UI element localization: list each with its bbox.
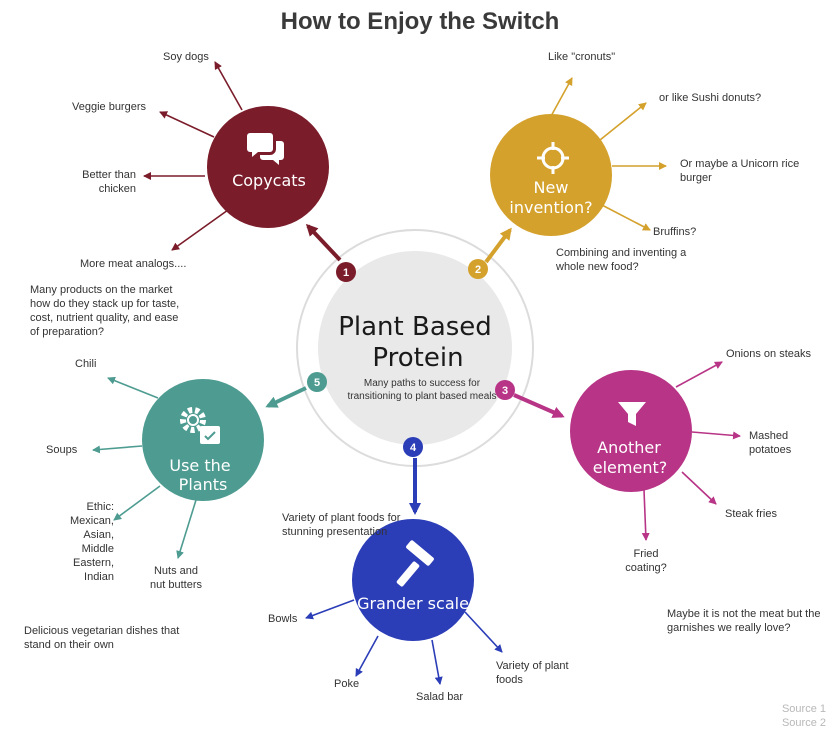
element-item: Fried coating? [625, 548, 667, 574]
center-title-line1: Plant Based [338, 312, 492, 342]
plants-item: Soups [46, 444, 78, 456]
plants-label-line2: Plants [179, 475, 228, 494]
svg-text:4: 4 [410, 442, 417, 454]
scale-node [352, 519, 474, 641]
invention-node [490, 114, 612, 236]
plants-label-line1: Use the [169, 456, 230, 475]
step-badge-4: 4 [403, 437, 423, 457]
copycats-item: More meat analogs.... [80, 258, 187, 270]
element-item: Onions on steaks [726, 348, 811, 360]
connector-arrow-element [513, 393, 565, 418]
invention-item: Like "cronuts" [548, 51, 616, 63]
copycats-item: Better than chicken [82, 169, 136, 195]
funnel-icon [618, 402, 646, 426]
scale-label: Grander scale [357, 594, 469, 613]
gear-check-icon [180, 407, 220, 444]
invention-branch-2 [599, 102, 647, 141]
invention-item: Or maybe a Unicorn rice burger [680, 158, 800, 184]
svg-text:5: 5 [314, 377, 320, 389]
invention-note: Combining and inventing a whole new food… [556, 247, 687, 273]
svg-text:1: 1 [343, 267, 349, 279]
plants-branch-4 [176, 499, 197, 559]
element-label-line2: element? [593, 458, 667, 477]
plants-branch-2 [92, 445, 143, 454]
connector-arrow-copycats [305, 223, 342, 262]
plants-note: Delicious vegetarian dishes that stand o… [24, 625, 180, 651]
invention-item: Bruffins? [653, 226, 697, 238]
center-subtitle-line2: transitioning to plant based meals [348, 391, 497, 402]
element-node [570, 370, 692, 492]
element-label-line1: Another [597, 438, 661, 457]
step-badge-5: 5 [307, 372, 327, 392]
source-link[interactable]: Source 1 [781, 703, 826, 715]
element-branch-1 [675, 361, 723, 388]
scale-item: Bowls [268, 613, 298, 625]
center-circle [318, 251, 512, 445]
copycats-branch-4 [171, 209, 229, 251]
element-branch-4 [641, 489, 650, 541]
element-branch-3 [681, 471, 717, 505]
copycats-label: Copycats [232, 171, 306, 190]
svg-text:2: 2 [475, 264, 481, 276]
step-badge-2: 2 [468, 259, 488, 279]
element-item: Mashed potatoes [749, 430, 792, 456]
page-title: How to Enjoy the Switch [280, 8, 560, 35]
sources: Source 1 Source 2 [782, 702, 826, 730]
scale-branch-4 [464, 611, 503, 653]
plants-item: Ethic: Mexican, Asian, Middle Eastern, I… [69, 501, 114, 583]
element-item: Steak fries [725, 508, 777, 520]
copycats-item: Veggie burgers [72, 101, 146, 113]
plants-item: Chili [75, 358, 97, 370]
invention-branch-1 [549, 77, 573, 119]
element-branch-2 [691, 431, 741, 440]
crosshair-icon [537, 142, 569, 174]
center-title-line2: Protein [372, 343, 463, 373]
scale-item: Variety of plant foods [496, 660, 569, 686]
plants-item: Nuts and nut butters [150, 565, 202, 591]
invention-label-line2: invention? [509, 198, 592, 217]
scale-branch-1 [305, 599, 355, 620]
scale-note: Variety of plant foods for stunning pres… [282, 512, 401, 538]
copycats-branch-2 [159, 111, 215, 138]
chat-bubbles-icon [247, 133, 284, 165]
copycats-node [207, 106, 329, 228]
step-badge-1: 1 [336, 262, 356, 282]
scale-branch-2 [355, 635, 379, 677]
copycats-item: Soy dogs [163, 51, 209, 63]
scale-item: Salad bar [416, 691, 464, 703]
svg-text:3: 3 [502, 385, 508, 397]
connector-arrow-plants [265, 386, 307, 408]
connector-arrow-invention [484, 227, 512, 264]
copycats-branch-1 [214, 61, 243, 111]
hammer-icon [396, 540, 434, 587]
scale-branch-3 [431, 639, 443, 685]
invention-label-line1: New [534, 178, 569, 197]
invention-branch-4 [599, 203, 651, 231]
step-badge-3: 3 [495, 380, 515, 400]
source-link[interactable]: Source 2 [781, 717, 826, 729]
copycats-note: Many products on the market how do they … [30, 284, 180, 338]
plants-branch-3 [113, 485, 161, 521]
center-subtitle-line1: Many paths to success for [364, 378, 481, 389]
plants-branch-1 [107, 376, 159, 399]
scale-item: Poke [334, 678, 360, 690]
element-note: Maybe it is not the meat but the garnish… [667, 608, 821, 634]
invention-item: or like Sushi donuts? [659, 92, 762, 104]
